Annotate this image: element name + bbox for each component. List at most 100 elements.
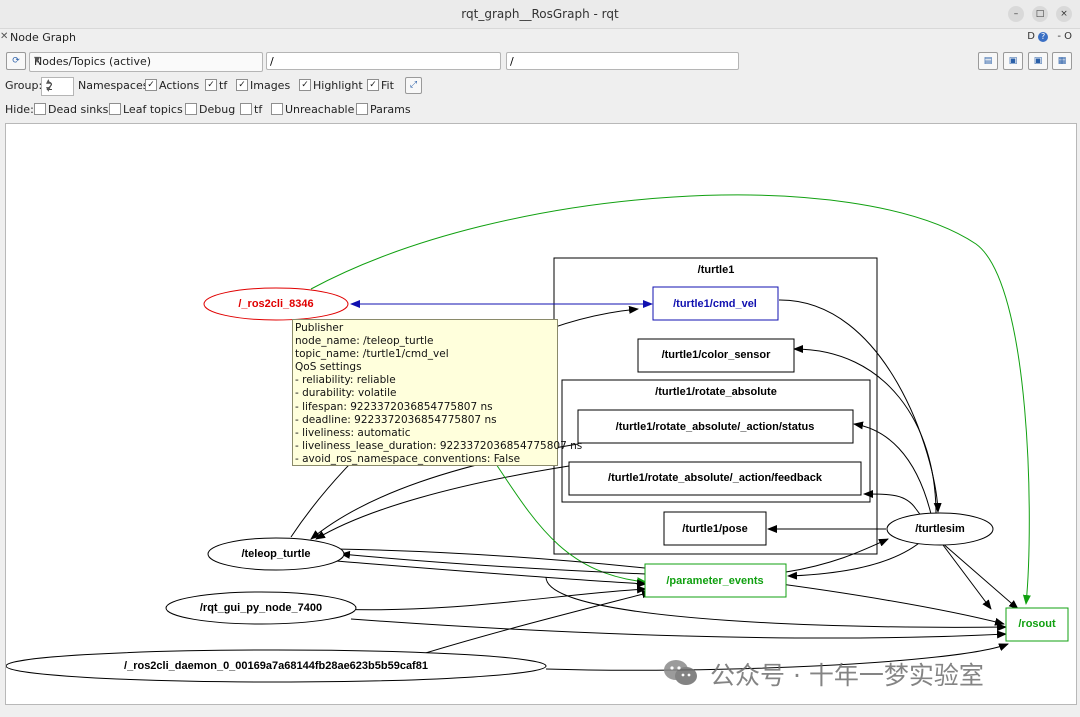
edge-parameter-events-turtlesim (785, 538, 889, 573)
ros-graph[interactable]: /turtle1 /turtle1/rotate_absolute /_ros2… (6, 124, 1076, 704)
edge-parameter-events-teleop (340, 550, 647, 575)
leaf-topics-checkbox[interactable] (109, 103, 121, 115)
watermark-text: 公众号 · 十年一梦实验室 (710, 661, 984, 690)
dock-controls[interactable]: D ? - O (1027, 31, 1072, 42)
topic-color-sensor-label: /turtle1/color_sensor (662, 349, 772, 361)
images-label: Images (250, 79, 291, 92)
wechat-icon (664, 660, 697, 685)
edge-turtlesim-status (853, 421, 932, 515)
node-teleop-turtle[interactable] (207, 537, 345, 571)
spin-arrows-icon[interactable]: ▲▼ (46, 78, 51, 93)
topic-cmd-vel[interactable] (652, 286, 779, 321)
topic-pose[interactable] (663, 511, 767, 546)
fit-view-icon[interactable]: ⤢ (405, 77, 422, 94)
dock-title: Node Graph (10, 31, 76, 44)
tooltip-line: QoS settings (295, 361, 362, 374)
tooltip-line: - lifespan: 9223372036854775807 ns (295, 400, 493, 413)
help-icon[interactable]: ? (1038, 32, 1049, 42)
refresh-icon[interactable]: ⟳ (6, 52, 26, 70)
hide-tf-checkbox[interactable] (240, 103, 252, 115)
edge-rqt-gui-rosout (350, 618, 1007, 639)
debug-checkbox[interactable] (185, 103, 197, 115)
tooltip-line: - avoid_ros_namespace_conventions: False (295, 452, 521, 465)
group-depth-spinbox[interactable]: 2 ▲▼ (41, 77, 74, 96)
tf-label: tf (219, 79, 228, 92)
hide-label: Hide: (5, 103, 34, 116)
group-depth-value: 2 (46, 80, 53, 93)
node-turtlesim[interactable] (886, 512, 994, 546)
topic-rosout[interactable] (1005, 607, 1069, 642)
load-dot-icon[interactable]: ▤ (978, 52, 998, 70)
save-image-icon[interactable]: ▦ (1052, 52, 1072, 70)
tooltip-line: node_name: /teleop_turtle (295, 335, 434, 348)
dock-close-icon[interactable]: ✕ (0, 31, 9, 42)
node-ros2cli-daemon[interactable] (6, 649, 547, 683)
edge-daemon-rosout (545, 643, 1009, 671)
dock-extra-controls[interactable]: - O (1057, 31, 1072, 42)
edge-ros2cli-rosout (310, 194, 1031, 605)
group-options-row: Group: 2 ▲▼ Namespaces ✓ Actions ✓ tf ✓ … (0, 76, 1080, 96)
save-svg-icon[interactable]: ▣ (1028, 52, 1048, 70)
hide-tf-label: tf (254, 103, 263, 116)
edge-turtlesim-feedback (863, 490, 917, 510)
debug-label: Debug (199, 103, 236, 116)
actions-checkbox[interactable]: ✓ (145, 79, 157, 91)
edge-turtlesim-rosout (940, 541, 1019, 610)
topic-parameter-events[interactable] (644, 563, 787, 598)
topic-filter-input[interactable] (506, 52, 739, 70)
edge-parameter-events-rosout (545, 576, 1007, 632)
graph-toolbar: ⟳ Nodes/Topics (active) ▼ ▤ ▣ ▣ ▦ (0, 50, 1080, 74)
tooltip-line: - durability: volatile (295, 387, 397, 400)
graph-mode-value: Nodes/Topics (active) (34, 55, 152, 68)
highlight-checkbox[interactable]: ✓ (299, 79, 311, 91)
window-titlebar: rqt_graph__RosGraph - rqt – □ × (0, 0, 1080, 29)
tooltip-line: - liveliness_lease_duration: 92233720368… (295, 439, 583, 452)
params-checkbox[interactable] (356, 103, 368, 115)
images-checkbox[interactable]: ✓ (236, 79, 248, 91)
namespace-filter-input[interactable] (266, 52, 501, 70)
edge-ros2cli-parameter-events (495, 463, 647, 586)
tooltip-line: - deadline: 9223372036854775807 ns (295, 413, 497, 426)
node-ros2cli-label: /_ros2cli_8346 (238, 298, 313, 310)
unreachable-checkbox[interactable] (271, 103, 283, 115)
tooltip-line: - reliability: reliable (295, 374, 396, 387)
tooltip-line: Publisher (295, 322, 344, 334)
tooltip-line: topic_name: /turtle1/cmd_vel (295, 348, 449, 361)
params-label: Params (370, 103, 411, 116)
minimize-button[interactable]: – (1008, 6, 1024, 22)
cluster-turtle1-label: /turtle1 (698, 264, 735, 276)
edge-daemon-parameter-events (405, 590, 652, 660)
topic-action-feedback-label: /turtle1/rotate_absolute/_action/feedbac… (608, 472, 823, 484)
topic-action-status[interactable] (577, 409, 854, 444)
unreachable-label: Unreachable (285, 103, 355, 116)
close-button[interactable]: × (1056, 6, 1072, 22)
dead-sinks-label: Dead sinks (48, 103, 109, 116)
topic-pose-label: /turtle1/pose (682, 523, 747, 535)
dock-help-label[interactable]: D (1027, 31, 1035, 42)
cluster-rotate-absolute (561, 379, 871, 503)
topic-cmd-vel-label: /turtle1/cmd_vel (673, 298, 757, 310)
graph-mode-combo[interactable]: Nodes/Topics (active) ▼ (29, 52, 263, 72)
edge-teleop-parameter-events (335, 560, 647, 588)
highlight-label: Highlight (313, 79, 363, 92)
edge-feedback-teleop (315, 465, 570, 540)
dock-header: ✕ Node Graph D ? - O (0, 29, 1080, 48)
dead-sinks-checkbox[interactable] (34, 103, 46, 115)
tf-checkbox[interactable]: ✓ (205, 79, 217, 91)
topic-action-feedback[interactable] (568, 461, 862, 496)
edge-turtlesim-color-sensor (793, 345, 937, 515)
fit-label: Fit (381, 79, 394, 92)
node-rqt-gui[interactable] (165, 591, 357, 625)
qos-tooltip: Publisher node_name: /teleop_turtle topi… (292, 319, 583, 466)
chevron-down-icon: ▼ (34, 55, 41, 64)
fit-checkbox[interactable]: ✓ (367, 79, 379, 91)
maximize-button[interactable]: □ (1032, 6, 1048, 22)
group-label: Group: (5, 79, 43, 92)
node-ros2cli[interactable] (203, 287, 349, 321)
topic-action-status-label: /turtle1/rotate_absolute/_action/status (616, 421, 815, 433)
node-teleop-turtle-label: /teleop_turtle (241, 548, 310, 560)
save-dot-icon[interactable]: ▣ (1003, 52, 1023, 70)
topic-color-sensor[interactable] (637, 338, 795, 373)
graph-canvas[interactable]: /turtle1 /turtle1/rotate_absolute /_ros2… (5, 123, 1077, 705)
edge-turtlesim-parameter-events (787, 538, 925, 580)
